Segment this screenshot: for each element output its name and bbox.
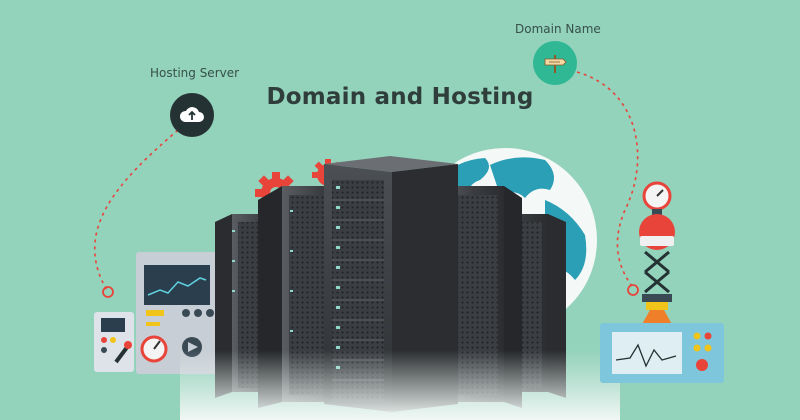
lab-apparatus [639,181,675,328]
control-panel-right [600,323,724,383]
hosting-server-label: Hosting Server [150,66,240,80]
cloud-upload-icon [179,107,204,122]
hosting-server-badge [170,93,214,137]
domain-connector [576,71,639,287]
domain-connector-dot [627,284,639,296]
page-title: Domain and Hosting [266,84,534,110]
domain-name-label: Domain Name [515,22,601,36]
joystick-panel [94,312,134,372]
domain-name-badge [533,41,577,85]
signpost-icon [544,55,567,73]
hosting-connector [94,129,179,293]
hosting-connector-dot [102,286,114,298]
